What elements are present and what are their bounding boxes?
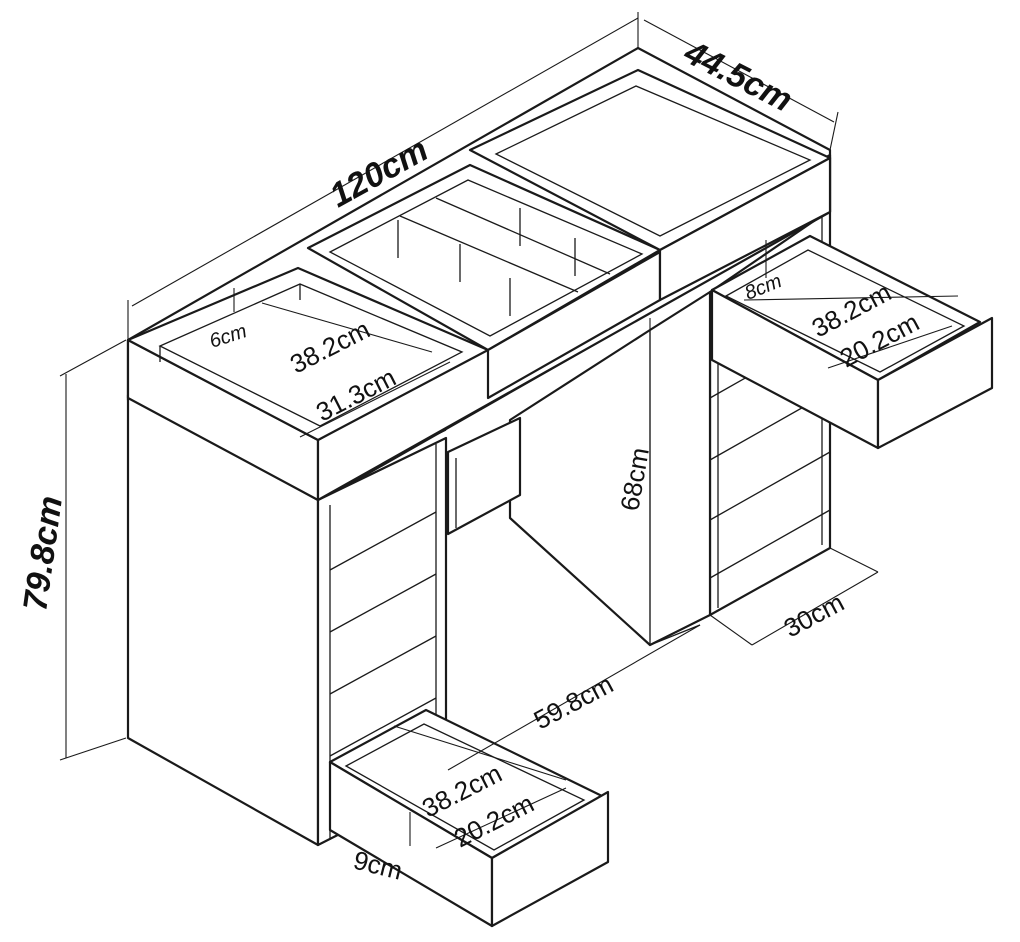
right-drawer-front xyxy=(876,316,994,450)
bottom-drawer-inner xyxy=(344,723,586,851)
right-drawer-inner xyxy=(724,249,966,373)
bottom-drawer-front xyxy=(490,790,610,928)
left-tray-inner xyxy=(158,283,464,427)
label-height: 79.8cm xyxy=(16,494,70,613)
label-knee-space-width: 59.8cm xyxy=(529,669,618,736)
center-drawer xyxy=(446,416,522,536)
label-cabinet-depth: 30cm xyxy=(779,587,849,643)
right-tray-inner xyxy=(494,85,812,237)
middle-tray-inner xyxy=(328,179,644,337)
